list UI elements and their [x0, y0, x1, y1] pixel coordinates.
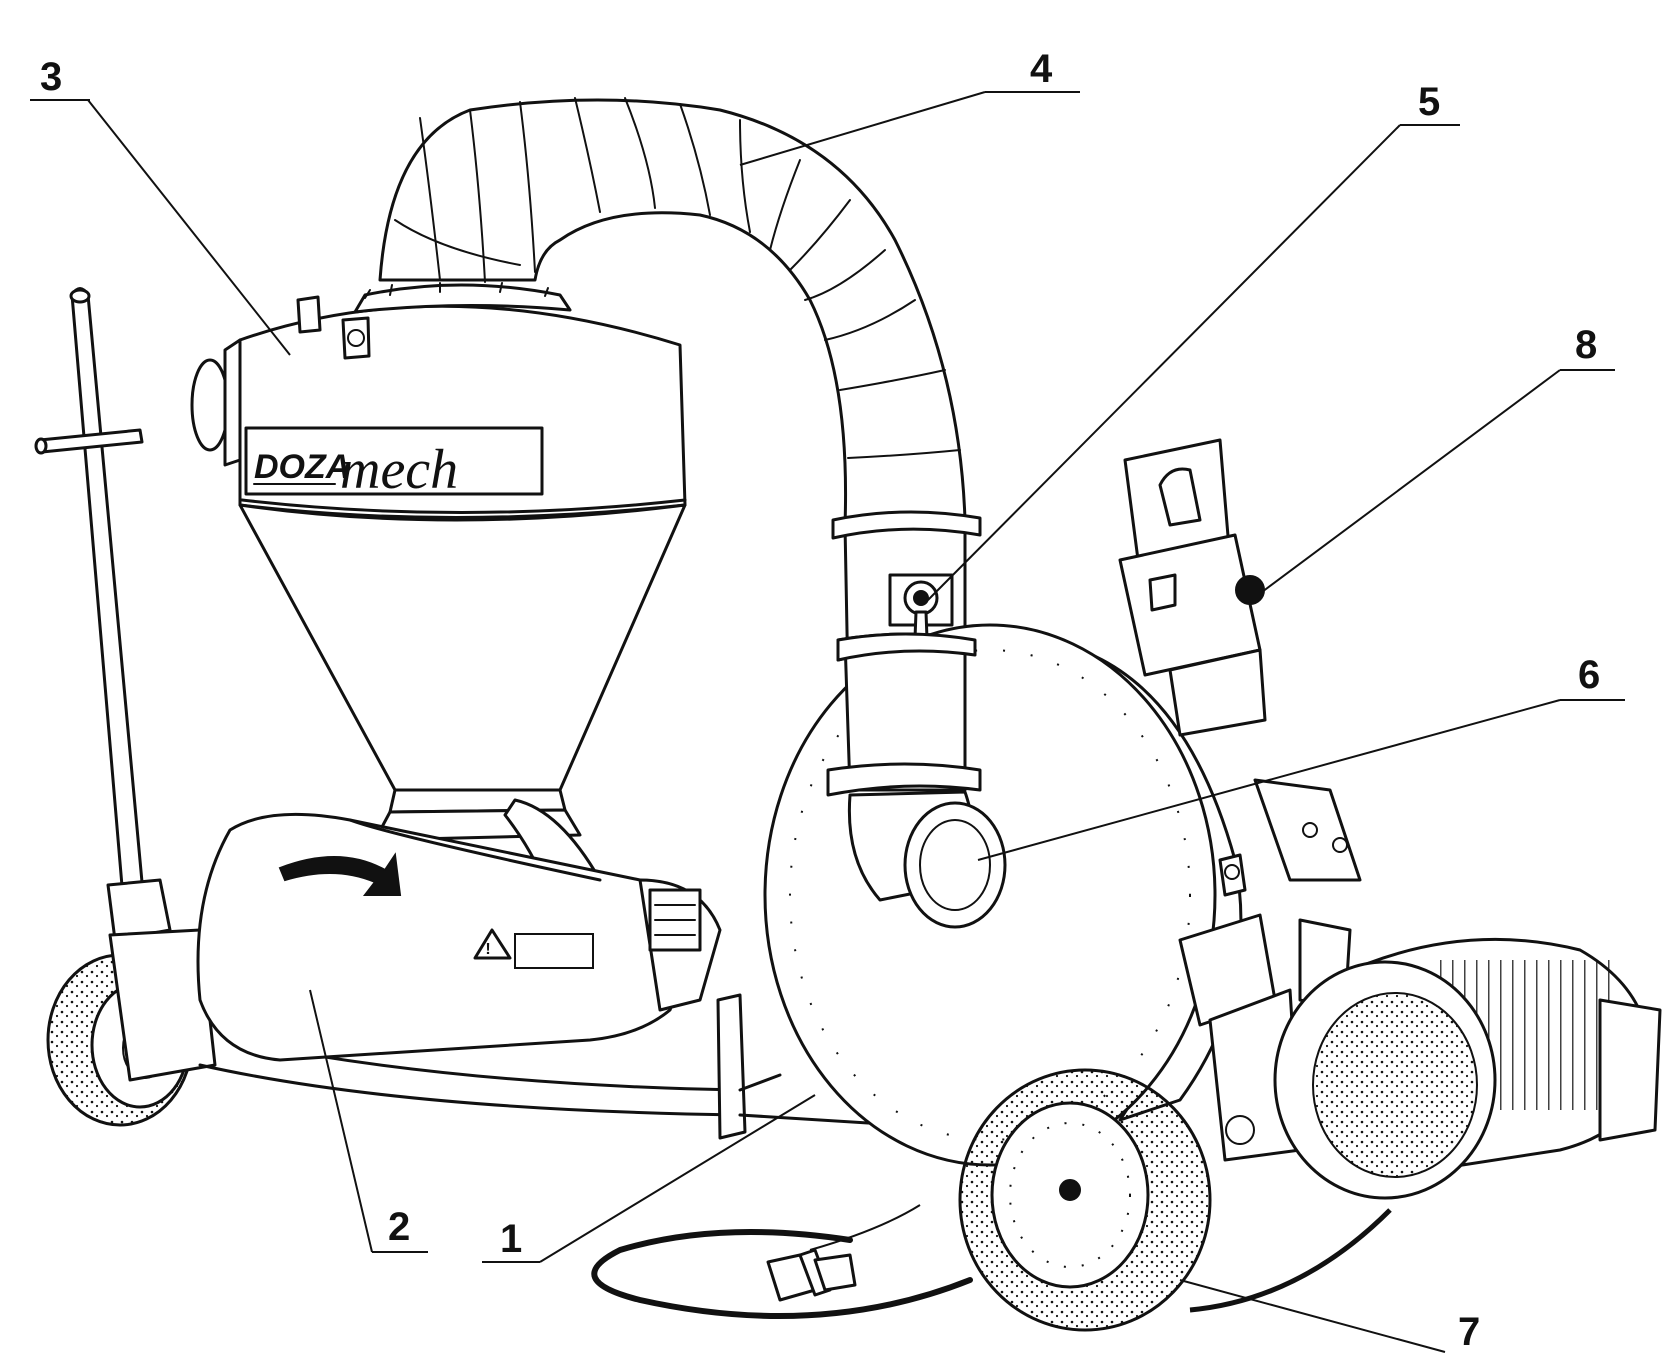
callout-4: 4	[1030, 47, 1053, 91]
callout-8: 8	[1575, 323, 1597, 367]
callout-labels: 3 4 5 8 6 2 1 7	[40, 47, 1600, 1354]
fan-housing	[763, 623, 1247, 1167]
handle	[34, 287, 172, 942]
callout-1: 1	[500, 1217, 522, 1261]
logo-text-right: mech	[340, 439, 458, 501]
control-box	[1118, 438, 1267, 737]
callout-leaders	[30, 91, 1625, 1353]
front-wheel	[958, 1068, 1212, 1332]
support-bracket	[1178, 778, 1362, 1162]
callout-7: 7	[1458, 1310, 1480, 1354]
electric-motor	[1273, 937, 1662, 1200]
callout-6: 6	[1578, 653, 1600, 697]
logo-text-left: DOZA	[254, 448, 350, 486]
svg-text:!: !	[485, 941, 490, 958]
callout-2: 2	[388, 1205, 410, 1249]
brand-logo: DOZA mech	[244, 426, 544, 501]
rear-wheel	[46, 928, 217, 1127]
belt-guard: !	[196, 812, 722, 1062]
sensor-cable	[591, 1204, 1392, 1319]
cyclone-hopper: DOZA mech	[190, 282, 687, 792]
flexible-duct	[378, 97, 967, 527]
callout-5: 5	[1418, 80, 1440, 124]
callout-3: 3	[40, 55, 62, 99]
hopper-outlet	[373, 788, 602, 922]
